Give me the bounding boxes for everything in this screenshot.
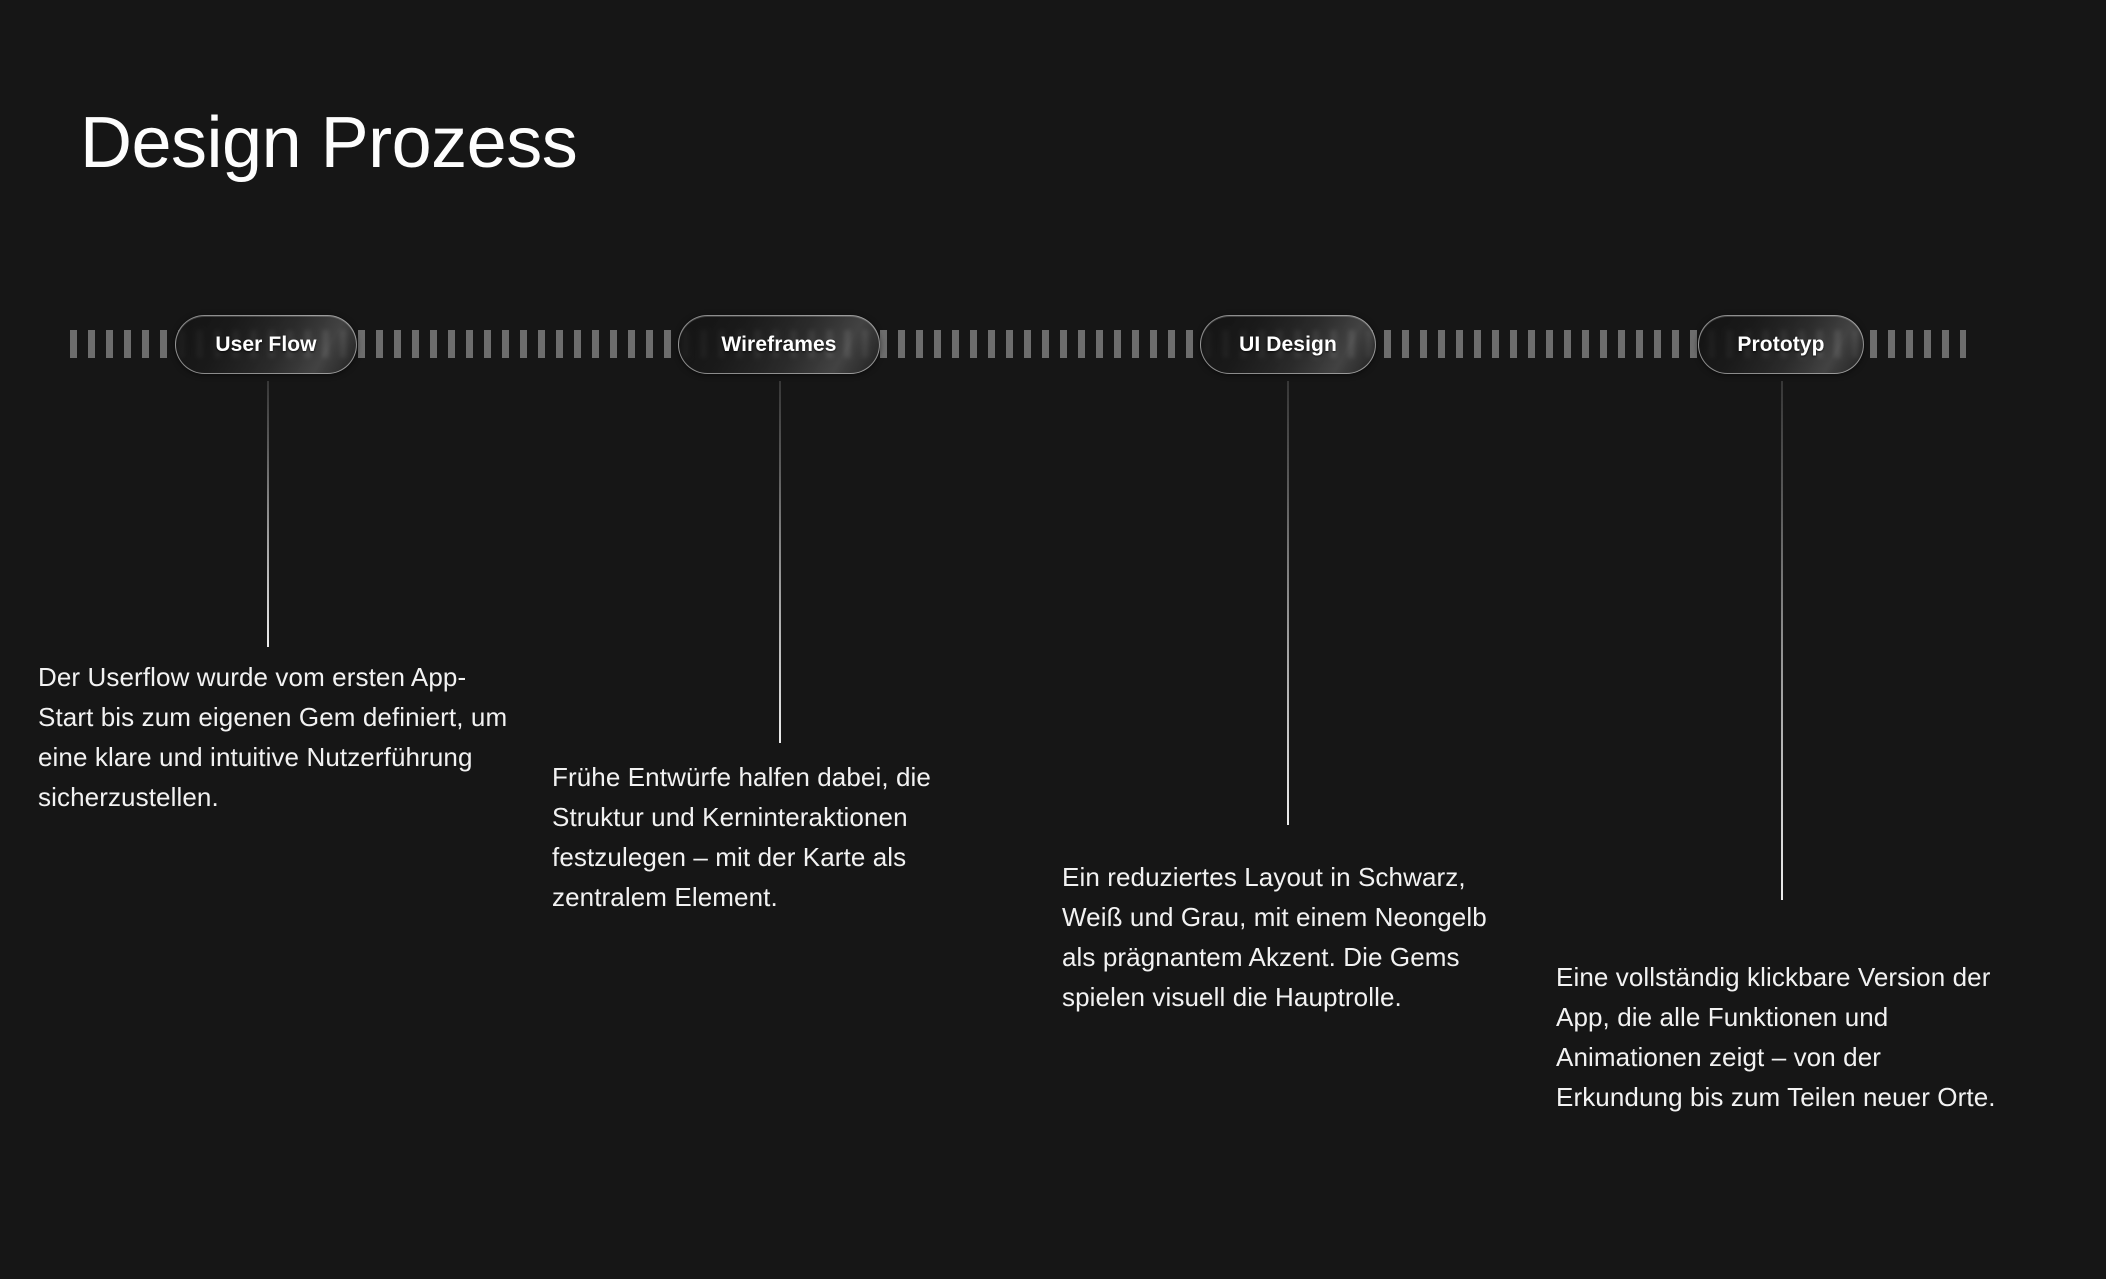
timeline-step-prototyp[interactable]: Prototyp <box>1698 315 1864 374</box>
timeline-tick-marks <box>70 330 1966 358</box>
step-description-prototyp: Eine vollständig klickbare Version der A… <box>1556 962 1996 1112</box>
step-description-user-flow: Der Userflow wurde vom ersten App-Start … <box>38 662 508 812</box>
connector-line-ui-design <box>1287 381 1289 825</box>
timeline-step-ui-design[interactable]: UI Design <box>1200 315 1376 374</box>
timeline-step-label: Wireframes <box>721 332 837 356</box>
timeline-step-user-flow[interactable]: User Flow <box>175 315 357 374</box>
step-description-ui-design: Ein reduziertes Layout in Schwarz, Weiß … <box>1062 862 1487 1012</box>
step-description-wireframes: Frühe Entwürfe halfen dabei, die Struktu… <box>552 762 931 912</box>
timeline-step-label: User Flow <box>215 332 317 356</box>
timeline-step-wireframes[interactable]: Wireframes <box>678 315 880 374</box>
connector-line-wireframes <box>779 381 781 743</box>
connector-line-user-flow <box>267 381 269 647</box>
page-title: Design Prozess <box>80 103 578 183</box>
timeline-step-label: UI Design <box>1239 332 1337 356</box>
timeline-track <box>70 330 1966 358</box>
timeline-step-label: Prototyp <box>1737 332 1825 356</box>
connector-line-prototyp <box>1781 381 1783 900</box>
